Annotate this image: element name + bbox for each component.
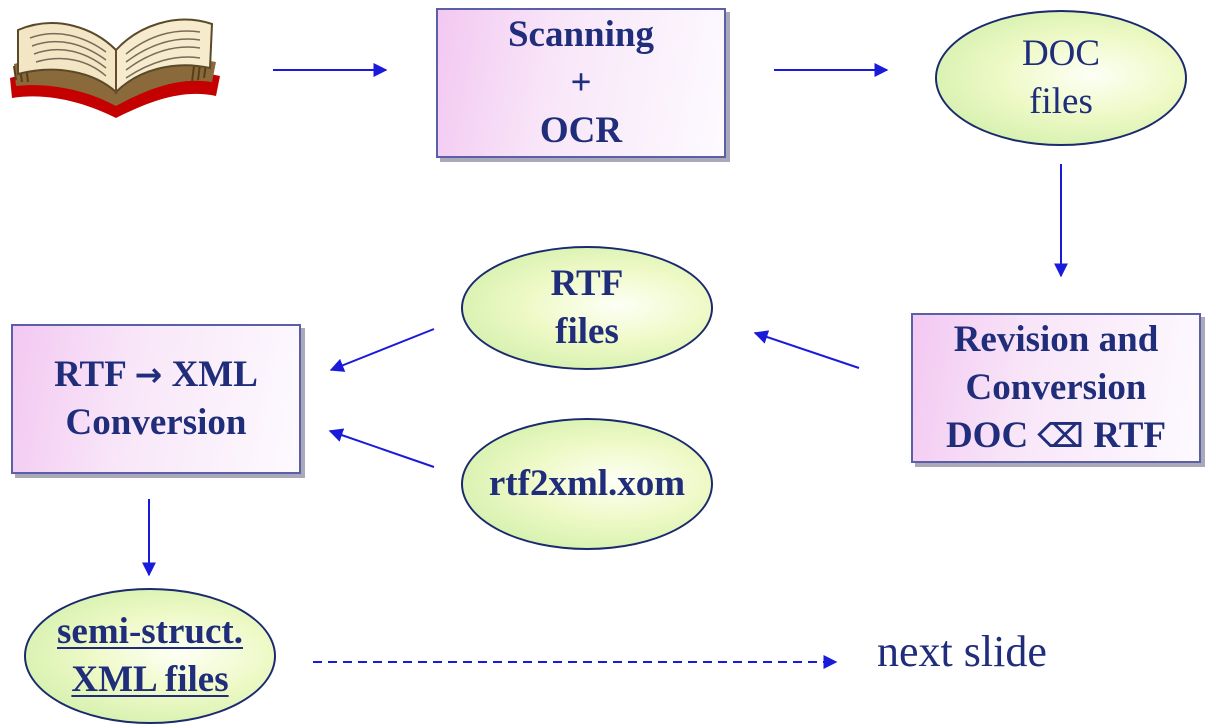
rtf2xml-ellipse: rtf2xml.xom (461, 418, 713, 550)
rtf2xml-label: rtf2xml.xom (488, 463, 686, 504)
revision-line-1: Revision and (953, 319, 1159, 360)
arrow-revision-to-rtf (753, 330, 860, 369)
rtf-files-label: files (555, 311, 619, 352)
next-slide-link[interactable]: next slide (877, 627, 1047, 676)
revision-rtf-label: RTF (1093, 415, 1167, 456)
ocr-label: OCR (539, 110, 623, 151)
erase-icon: ⌫ (1037, 416, 1085, 455)
revision-line-2: Conversion (965, 367, 1147, 408)
doc-files-ellipse: DOC files (935, 10, 1187, 146)
semi-struct-label: semi-struct. (57, 611, 243, 652)
plus-label: + (570, 62, 592, 103)
rtf-xml-xml-label: XML (171, 354, 258, 395)
revision-line-3: DOC ⌫ RTF (946, 412, 1166, 460)
rtf-xml-line-1: RTF → XML (54, 351, 258, 399)
revision-conversion-box: Revision and Conversion DOC ⌫ RTF (911, 313, 1201, 463)
semi-struct-link[interactable]: semi-struct. XML files (57, 608, 243, 704)
scanning-label: Scanning (507, 14, 654, 55)
rtf-xml-rtf-label: RTF (54, 354, 126, 395)
arrow-rtf-to-conversion (329, 328, 435, 372)
scanning-ocr-box: Scanning + OCR (436, 8, 726, 158)
rtf-xml-line-2: Conversion (65, 402, 247, 443)
arrow-rtf2xml-to-conversion (328, 428, 435, 468)
rtf-files-ellipse: RTF files (461, 246, 713, 370)
semi-struct-ellipse: semi-struct. XML files (24, 588, 276, 724)
arrow-right-icon: → (134, 355, 163, 394)
revision-doc-label: DOC (945, 415, 1029, 456)
doc-label: DOC (1021, 33, 1101, 74)
xml-files-label: XML files (71, 659, 229, 700)
doc-files-label: files (1029, 81, 1093, 122)
open-book-icon (10, 18, 220, 118)
rtf-label: RTF (550, 263, 624, 304)
rtf-xml-conversion-box: RTF → XML Conversion (11, 324, 301, 474)
